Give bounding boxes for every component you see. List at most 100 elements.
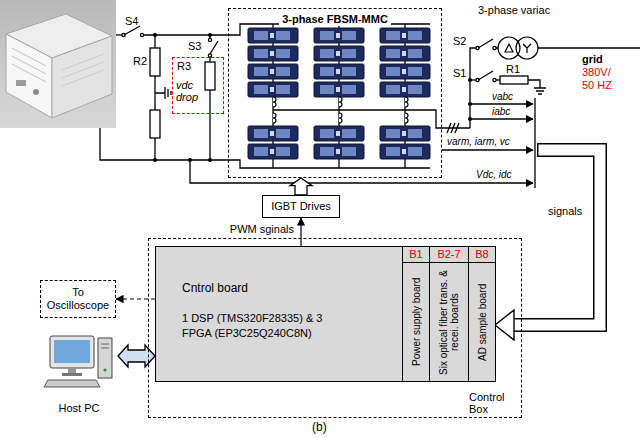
submodule-array: [386, 147, 400, 156]
submodule-array: [405, 113, 408, 123]
submodule-array: [276, 31, 290, 40]
dc-wiring: [210, 41, 218, 54]
submodule-array: [339, 97, 342, 107]
submodule-array: [336, 33, 340, 38]
host-pc-icon: [68, 368, 76, 373]
pc-label: Host PC: [59, 402, 100, 415]
submodule-array: [276, 147, 290, 156]
host-pc-icon: [62, 373, 82, 376]
submodule-array: [380, 82, 430, 97]
transformer-symbol: [505, 44, 513, 52]
host-pc: Host PC: [40, 330, 118, 418]
dc-wiring: [190, 160, 533, 183]
submodule-array: [402, 33, 406, 38]
submodule-array: [320, 49, 334, 58]
submodule-array: [248, 46, 298, 61]
submodule-array: [320, 129, 334, 138]
ac-wiring: [478, 71, 493, 80]
submodule-array: [248, 28, 298, 43]
region-label: vdc drop: [176, 79, 206, 103]
source-label: grid: [582, 53, 603, 65]
board-column: B2-7Six optical fiber trans. & recei. bo…: [429, 247, 468, 381]
submodule-array: [402, 51, 406, 56]
submodule-array: [320, 31, 334, 40]
output-arrow: [116, 298, 155, 299]
transformer-symbol: [523, 44, 531, 53]
resistor-label: R3: [177, 60, 191, 72]
column-header: B1: [403, 247, 429, 263]
submodule-array: [336, 87, 340, 92]
ac-wiring: [478, 39, 493, 48]
power-supply-photo: [62, 54, 104, 86]
submodule-array: [402, 87, 406, 92]
ac-wiring: [447, 123, 459, 133]
submodule-array: [276, 129, 290, 138]
submodule-array: [248, 144, 298, 159]
submodule-array: [408, 49, 422, 58]
submodule-array: [405, 97, 408, 107]
board-title: Cntrol board: [182, 281, 402, 295]
submodule-array: [336, 131, 340, 136]
submodule-array: [380, 144, 430, 159]
submodule-array: [320, 147, 334, 156]
converter-region: 3-phase FBSM-MMC: [228, 8, 442, 178]
power-supply-photo: [0, 0, 116, 128]
signal-name: vabc: [492, 91, 513, 103]
submodule-array: [342, 147, 356, 156]
host-pc-icon: [98, 338, 112, 378]
box-label: Control Box: [469, 391, 515, 415]
submodule-array: [314, 28, 364, 43]
transformer-symbol: [516, 37, 538, 59]
ac-wiring: [500, 76, 528, 84]
submodule-array: [276, 49, 290, 58]
region-title: 3-phase FBSM-MMC: [279, 13, 391, 26]
submodule-array: [342, 85, 356, 94]
submodule-array: [254, 49, 268, 58]
control-board: Cntrol board 1 DSP (TMS320F28335) & 3 FPG…: [155, 246, 496, 382]
junction-dots: [208, 33, 212, 37]
junction-dots: [208, 158, 212, 162]
host-pc-icon: [44, 336, 112, 387]
dc-wiring: [124, 26, 140, 35]
column-text: Power supply board: [411, 267, 422, 377]
transformer-symbol: [498, 37, 538, 59]
submodule-array: [386, 129, 400, 138]
submodule-array: [408, 31, 422, 40]
signal-bus-arrow: [514, 150, 600, 325]
submodule-array: [273, 97, 276, 107]
submodule-array: [248, 126, 298, 141]
signal-line: [300, 218, 301, 246]
ac-wiring: [470, 118, 533, 119]
power-supply-photo: [6, 34, 52, 118]
figure-label: (b): [312, 421, 327, 433]
drive-arrow: [290, 178, 312, 195]
column-header: B2-7: [430, 247, 468, 263]
submodule-array: [248, 64, 298, 79]
submodule-array: [380, 46, 430, 61]
submodule-array: [270, 87, 274, 92]
submodule-array: [386, 31, 400, 40]
submodule-array: [254, 129, 268, 138]
board-column: B8AD sample board: [468, 247, 495, 381]
submodule-array: [408, 85, 422, 94]
box-label: IGBT Drives: [271, 200, 331, 213]
junction-dots: [153, 158, 157, 162]
dc-wiring: [205, 62, 215, 90]
switch-label: S2: [453, 35, 466, 47]
power-supply-photo: [33, 89, 39, 95]
dc-wiring: [273, 110, 470, 128]
bus-label: signals: [548, 205, 582, 217]
dc-wiring: [150, 110, 160, 138]
host-pc-icon: [103, 368, 106, 371]
column-header: B8: [469, 247, 495, 263]
submodule-array: [314, 126, 364, 141]
submodule-array: [380, 64, 430, 79]
submodule-array: [336, 149, 340, 154]
submodule-array: [386, 67, 400, 76]
board-text: 1 DSP (TMS320F28335) & 3 FPGA (EP3C25Q24…: [182, 311, 334, 341]
submodule-array: [270, 33, 274, 38]
resistor-label: R2: [133, 55, 147, 67]
submodule-array: [320, 85, 334, 94]
power-supply-photo: [52, 36, 112, 118]
